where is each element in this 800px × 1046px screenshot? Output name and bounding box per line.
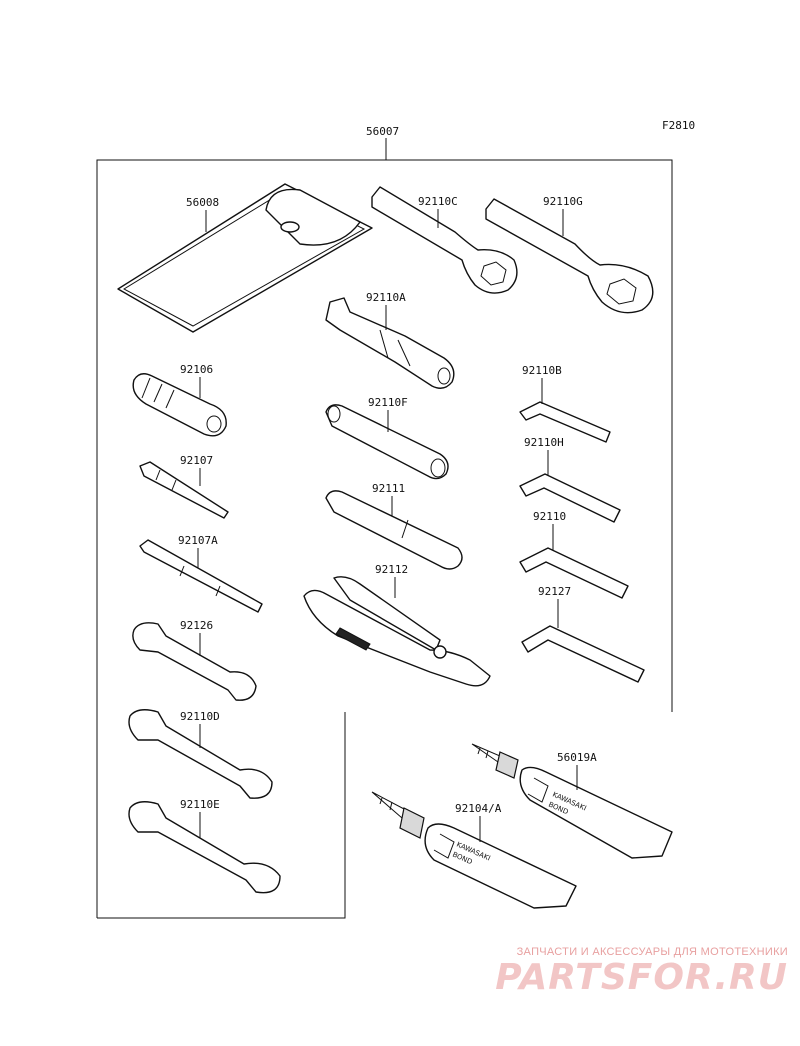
tool-pouch bbox=[117, 183, 373, 333]
part-label-box-wrench-g: 92110G bbox=[543, 195, 583, 208]
assembly-frame-lower bbox=[97, 712, 346, 919]
watermark-logo: PARTSFOR.RU bbox=[495, 957, 788, 998]
part-label-bond-large: 92104/A bbox=[455, 802, 502, 815]
part-label-spark-plug-wrench: 92110A bbox=[366, 291, 406, 304]
extension-bar bbox=[325, 490, 463, 570]
assembly-frame bbox=[96, 159, 673, 918]
screwdriver-92107 bbox=[139, 461, 229, 519]
part-label-screwdriver-a: 92107A bbox=[178, 534, 218, 547]
spark-plug-wrench bbox=[325, 297, 455, 389]
screwdriver-92107a bbox=[139, 539, 263, 613]
part-label-wrench-e: 92110E bbox=[180, 798, 220, 811]
handle-92106 bbox=[132, 373, 227, 437]
watermark-caption: ЗАПЧАСТИ И АКСЕССУАРЫ ДЛЯ МОТОТЕХНИКИ bbox=[516, 946, 788, 958]
part-label-hex-key-127: 92127 bbox=[538, 585, 571, 598]
wrench-92110d bbox=[128, 709, 273, 799]
bond-tube-small: KAWASAKI BOND bbox=[471, 743, 673, 859]
part-label-bond-small: 56019A bbox=[557, 751, 597, 764]
pliers bbox=[303, 576, 491, 687]
hex-key-92110 bbox=[519, 547, 629, 599]
part-label-screwdriver: 92107 bbox=[180, 454, 213, 467]
part-label-hex-key: 92110 bbox=[533, 510, 566, 523]
socket-wrench-f bbox=[325, 404, 449, 480]
hex-key-b bbox=[519, 401, 611, 443]
part-label-wrench-126: 92126 bbox=[180, 619, 213, 632]
box-wrench-c bbox=[371, 186, 518, 294]
watermark: ЗАПЧАСТИ И АКСЕССУАРЫ ДЛЯ МОТОТЕХНИКИ PA… bbox=[495, 946, 788, 998]
figure-code: F2810 bbox=[662, 119, 695, 132]
part-label-socket-wrench-f: 92110F bbox=[368, 396, 408, 409]
wrench-92110e bbox=[128, 801, 281, 894]
box-wrench-g bbox=[485, 198, 654, 314]
hex-key-h bbox=[519, 473, 621, 523]
part-label-hex-key-h: 92110H bbox=[524, 436, 564, 449]
wrench-92126 bbox=[132, 622, 257, 701]
part-label-wrench-d: 92110D bbox=[180, 710, 220, 723]
hex-key-92127 bbox=[521, 625, 645, 683]
part-label-box-wrench-c: 92110C bbox=[418, 195, 458, 208]
part-label-pliers: 92112 bbox=[375, 563, 408, 576]
assembly-label: 56007 bbox=[366, 125, 399, 138]
part-label-hex-key-b: 92110B bbox=[522, 364, 562, 377]
part-label-handle: 92106 bbox=[180, 363, 213, 376]
bond-tube-large: KAWASAKI BOND bbox=[371, 791, 577, 909]
part-label-extension-bar: 92111 bbox=[372, 482, 405, 495]
part-label-pouch: 56008 bbox=[186, 196, 219, 209]
